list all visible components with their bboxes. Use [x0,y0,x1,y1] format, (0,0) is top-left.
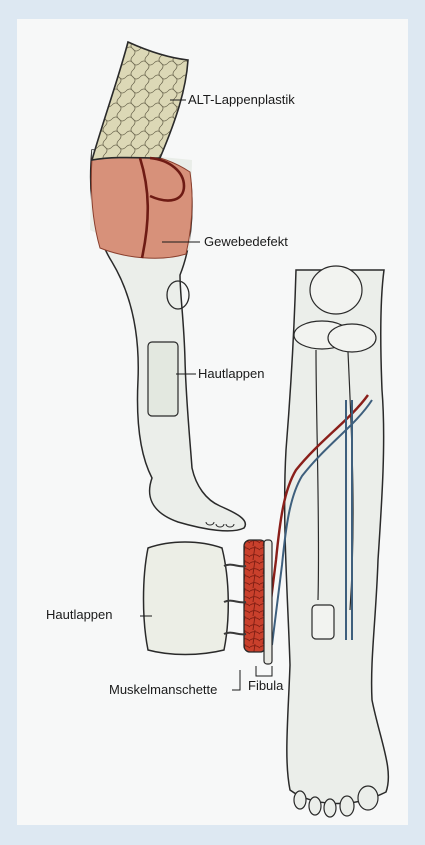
label-tissue-defect: Gewebedefekt [202,234,290,250]
fibula-bone-segment [264,540,272,664]
label-skin-flap-lower: Hautlappen [44,607,115,623]
alt-flap-graft [92,42,188,160]
upper-skin-flap-area [148,342,178,416]
label-alt-flap: ALT-Lappenplastik [186,92,297,108]
lower-skin-flap-area [144,542,229,655]
label-skin-flap-upper: Hautlappen [196,366,267,382]
muscle-cuff-segment [244,540,266,652]
lower-right-leg [285,270,389,804]
label-fibula: Fibula [246,678,285,694]
label-muscle-cuff: Muskelmanschette [107,682,219,698]
